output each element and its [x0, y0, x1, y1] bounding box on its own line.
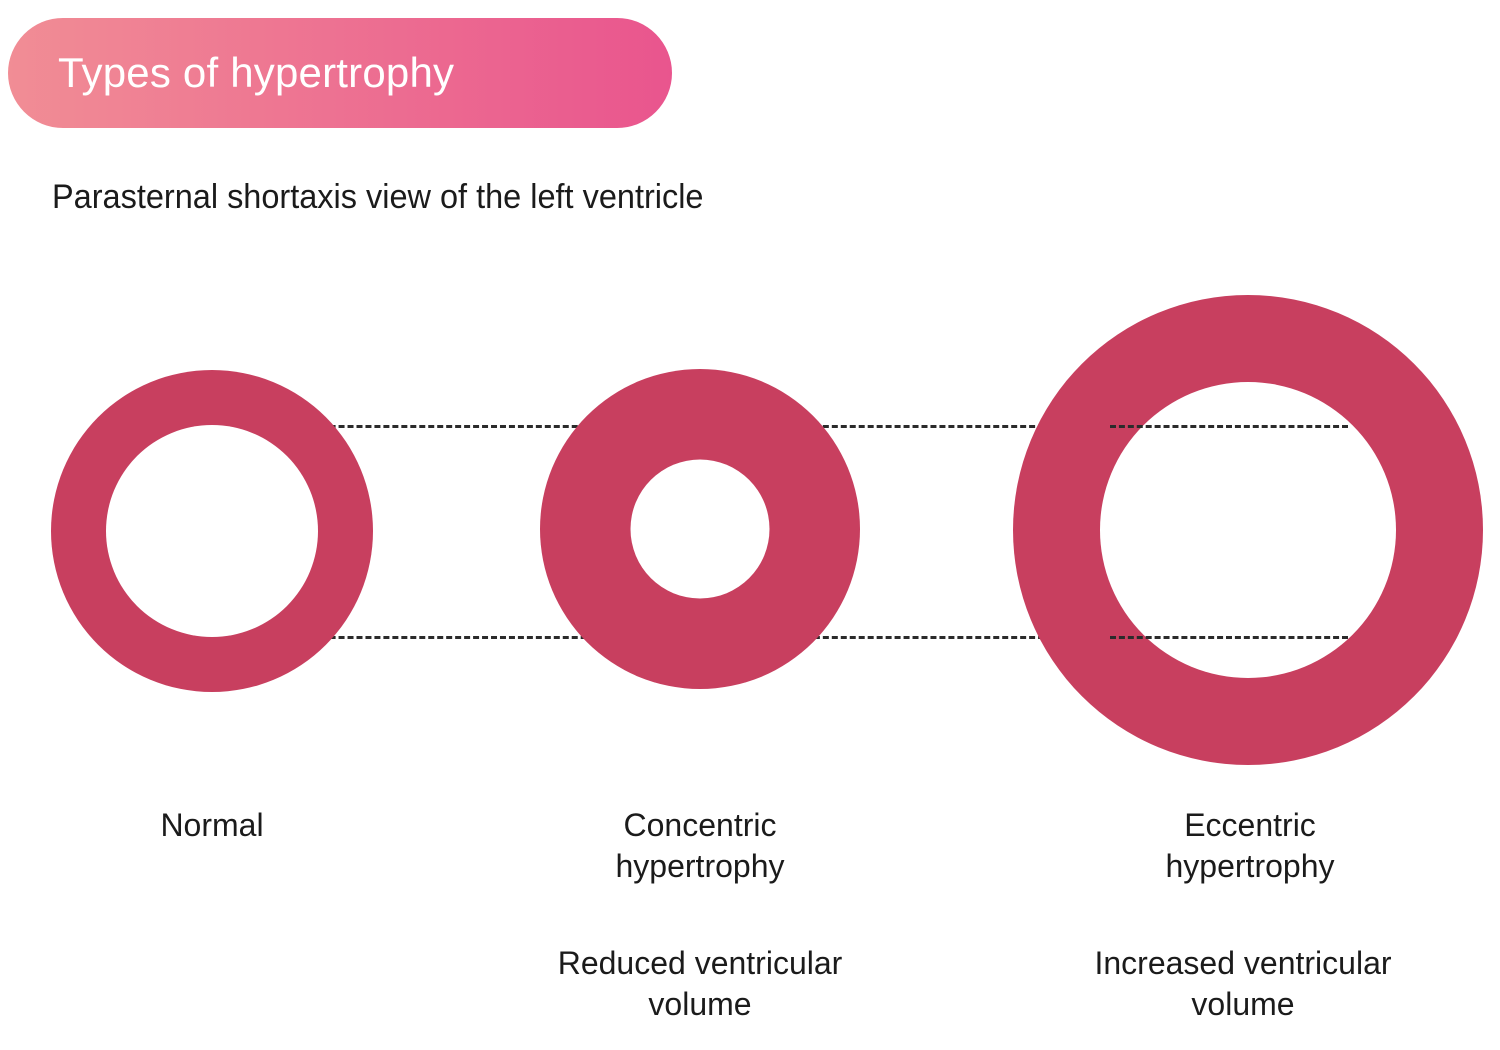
caption-concentric-line2: volume — [648, 985, 752, 1022]
reference-line-bottom-segment — [1110, 636, 1348, 639]
label-concentric-line1: Concentric — [623, 807, 777, 843]
caption-concentric-line1: Reduced ventricular — [557, 945, 843, 981]
page-title: Types of hypertrophy — [58, 49, 455, 96]
label-concentric-line2: hypertrophy — [615, 847, 785, 884]
caption-eccentric: Increased ventricular volume — [1033, 943, 1453, 1025]
subtitle: Parasternal shortaxis view of the left v… — [52, 178, 704, 216]
reference-line-top-segment — [1110, 425, 1348, 428]
label-normal-line1: Normal — [160, 807, 264, 843]
title-pill: Types of hypertrophy — [8, 18, 672, 128]
ventricle-ring-concentric — [540, 369, 860, 689]
ventricle-lumen-normal — [106, 425, 318, 637]
caption-concentric: Reduced ventricular volume — [490, 943, 910, 1025]
ventricle-lumen-concentric — [630, 459, 770, 599]
caption-eccentric-line1: Increased ventricular — [1094, 945, 1392, 981]
ventricle-lumen-eccentric — [1100, 382, 1396, 678]
label-eccentric-line1: Eccentric — [1184, 807, 1316, 843]
caption-eccentric-line2: volume — [1191, 985, 1295, 1022]
label-concentric: Concentric hypertrophy — [550, 805, 850, 887]
label-eccentric: Eccentric hypertrophy — [1100, 805, 1400, 887]
label-eccentric-line2: hypertrophy — [1165, 847, 1335, 884]
diagram-stage — [51, 295, 1483, 765]
ventricle-ring-normal — [51, 370, 373, 692]
label-normal: Normal — [62, 805, 362, 846]
ventricle-ring-eccentric — [1013, 295, 1483, 765]
